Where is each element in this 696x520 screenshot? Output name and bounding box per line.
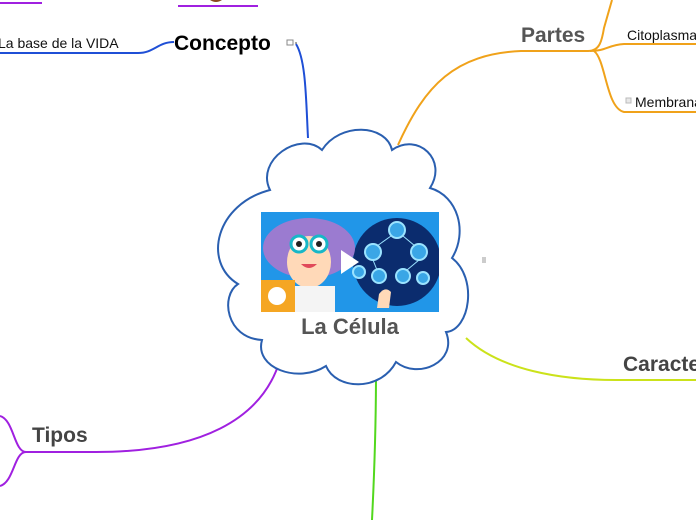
bottom-connector (371, 371, 377, 520)
scientist-illustration (261, 218, 391, 312)
tipos-connector (26, 359, 281, 453)
membrana-underline (593, 50, 696, 113)
concepto-underline (0, 41, 175, 54)
membrana-marker-icon (625, 97, 632, 104)
note-icon[interactable] (482, 257, 486, 263)
play-icon[interactable] (341, 250, 359, 274)
link-icon[interactable] (286, 39, 297, 46)
central-topic-title[interactable]: La Célula (301, 314, 399, 339)
concepto-topic[interactable]: Concepto (174, 32, 271, 55)
partes-branch-up (587, 0, 613, 52)
tipos-child-down (0, 451, 27, 487)
tipos-topic[interactable]: Tipos (32, 424, 88, 447)
caracteristicas-topic[interactable]: Caracte (623, 353, 696, 376)
partes-connector (397, 50, 588, 146)
partes-child-membrana[interactable]: Membrana (635, 94, 696, 110)
caracteristicas-connector (465, 337, 696, 381)
citoplasma-underline (589, 43, 696, 52)
top-fragment-mark (210, 0, 222, 2)
video-thumbnail[interactable] (261, 212, 439, 312)
partes-topic[interactable]: Partes (521, 24, 586, 47)
concepto-connector (295, 43, 309, 139)
cell-icon (352, 221, 430, 285)
concepto-child-base-vida[interactable]: La base de la VIDA (0, 35, 119, 51)
partes-child-citoplasma[interactable]: Citoplasma (627, 27, 696, 43)
tipos-child-up (0, 415, 27, 453)
